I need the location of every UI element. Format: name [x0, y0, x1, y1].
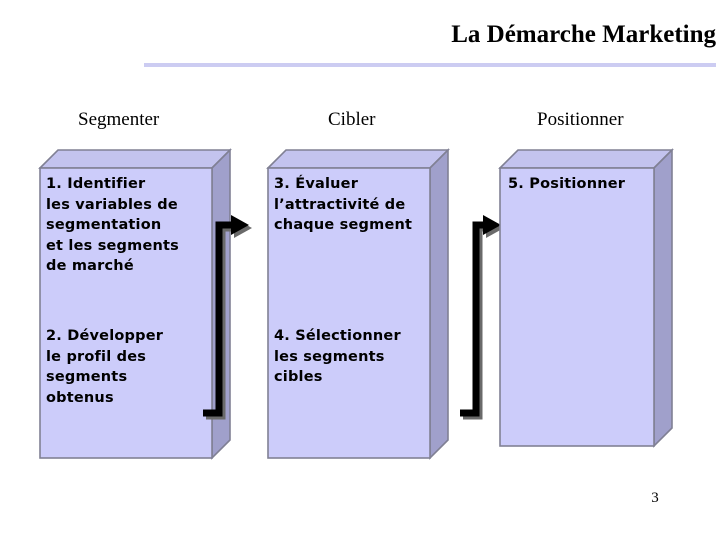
page-number: 3	[651, 490, 659, 506]
column-header-positionner: Positionner	[537, 109, 624, 130]
box-positionner-3d-shape	[498, 148, 674, 448]
box-cibler[interactable]: 3. Évaluer l’attractivité de chaque segm…	[266, 148, 450, 460]
box-cibler-item-1: 3. Évaluer l’attractivité de chaque segm…	[274, 176, 413, 233]
page-title: La Démarche Marketing	[451, 21, 716, 48]
box-cibler-3d-shape	[266, 148, 450, 460]
box-segmenter-item-2: 2. Développer le profil des segments obt…	[46, 328, 164, 406]
box-positionner-item-1: 5. Positionner	[508, 176, 626, 192]
box-cibler-item-2: 4. Sélectionner les segments cibles	[274, 328, 401, 385]
column-header-cibler: Cibler	[328, 109, 376, 130]
column-header-segmenter: Segmenter	[78, 109, 160, 130]
box-segmenter-item-1: 1. Identifier les variables de segmentat…	[46, 176, 179, 274]
box-positionner[interactable]: 5. Positionner	[498, 148, 674, 450]
title-divider	[144, 63, 716, 67]
